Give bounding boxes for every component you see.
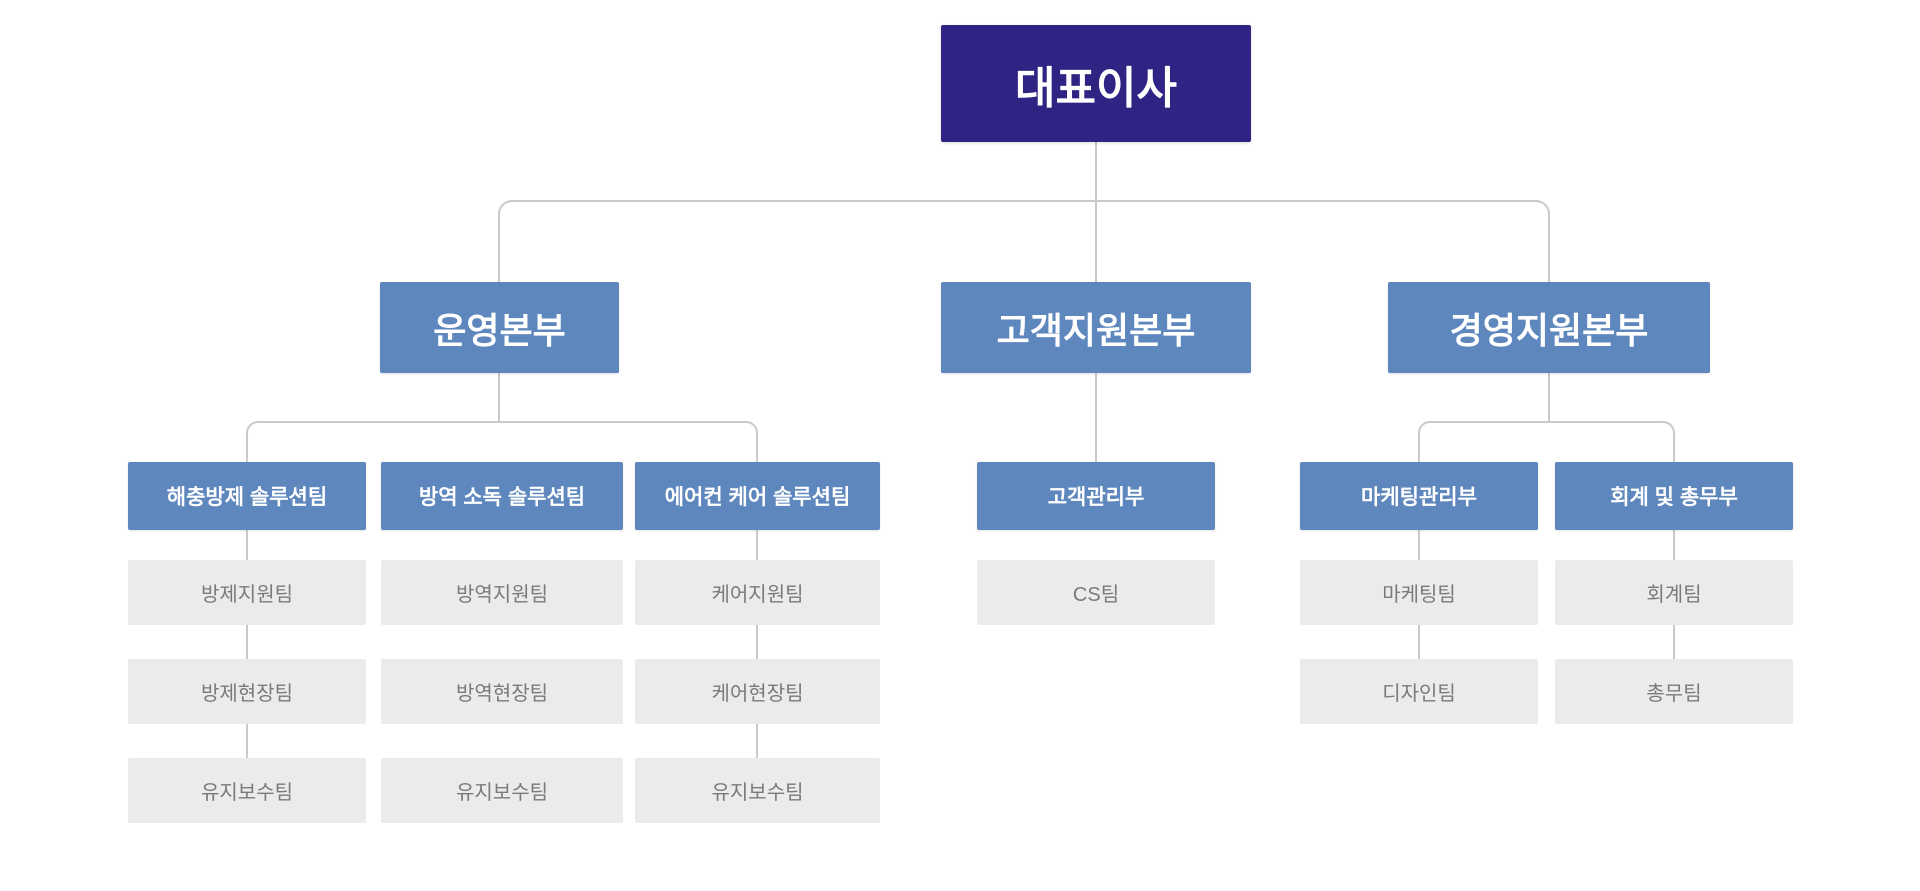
org-node-ceo: 대표이사 bbox=[941, 25, 1251, 142]
connector-root-stem bbox=[1095, 142, 1097, 200]
connector-care-col-1 bbox=[756, 530, 758, 560]
org-node-team-pest-support: 방제지원팀 bbox=[128, 560, 366, 625]
org-node-team-disinfection-maintenance: 유지보수팀 bbox=[381, 758, 623, 823]
org-node-team-care-support: 케어지원팀 bbox=[635, 560, 880, 625]
connector-accounting-col-1 bbox=[1673, 530, 1675, 560]
connector-care-col-3 bbox=[756, 724, 758, 758]
connector-operations-bracket bbox=[246, 421, 758, 462]
org-node-dept-marketing-management: 마케팅관리부 bbox=[1300, 462, 1538, 530]
org-node-team-design: 디자인팀 bbox=[1300, 659, 1538, 724]
connector-care-col-2 bbox=[756, 625, 758, 659]
org-node-dept-aircon-care: 에어컨 케어 솔루션팀 bbox=[635, 462, 880, 530]
connector-marketing-col-1 bbox=[1418, 530, 1420, 560]
org-node-division-operations: 운영본부 bbox=[380, 282, 619, 373]
org-node-dept-pest-control: 해충방제 솔루션팀 bbox=[128, 462, 366, 530]
org-node-team-disinfection-field: 방역현장팀 bbox=[381, 659, 623, 724]
connector-top-bracket bbox=[498, 200, 1550, 282]
connector-customer-division-stem bbox=[1095, 202, 1097, 282]
org-node-team-pest-field: 방제현장팀 bbox=[128, 659, 366, 724]
org-node-team-disinfection-support: 방역지원팀 bbox=[381, 560, 623, 625]
org-node-team-general-affairs: 총무팀 bbox=[1555, 659, 1793, 724]
connector-pest-col-2 bbox=[246, 625, 248, 659]
connector-marketing-col-2 bbox=[1418, 625, 1420, 659]
org-node-team-accounting: 회계팀 bbox=[1555, 560, 1793, 625]
org-node-team-marketing: 마케팅팀 bbox=[1300, 560, 1538, 625]
org-node-dept-customer-management: 고객관리부 bbox=[977, 462, 1215, 530]
org-node-dept-accounting-general: 회계 및 총무부 bbox=[1555, 462, 1793, 530]
connector-pest-col-1 bbox=[246, 530, 248, 560]
org-node-dept-disinfection: 방역 소독 솔루션팀 bbox=[381, 462, 623, 530]
org-node-division-management-support: 경영지원본부 bbox=[1388, 282, 1710, 373]
org-node-team-care-maintenance: 유지보수팀 bbox=[635, 758, 880, 823]
org-node-team-pest-maintenance: 유지보수팀 bbox=[128, 758, 366, 823]
connector-accounting-col-2 bbox=[1673, 625, 1675, 659]
org-node-team-care-field: 케어현장팀 bbox=[635, 659, 880, 724]
org-node-team-cs: CS팀 bbox=[977, 560, 1215, 625]
connector-management-stem bbox=[1548, 373, 1550, 421]
connector-operations-stem bbox=[498, 373, 500, 421]
connector-management-bracket bbox=[1418, 421, 1675, 462]
connector-pest-col-3 bbox=[246, 724, 248, 758]
connector-customer-dept-stem bbox=[1095, 373, 1097, 462]
org-node-division-customer-support: 고객지원본부 bbox=[941, 282, 1251, 373]
